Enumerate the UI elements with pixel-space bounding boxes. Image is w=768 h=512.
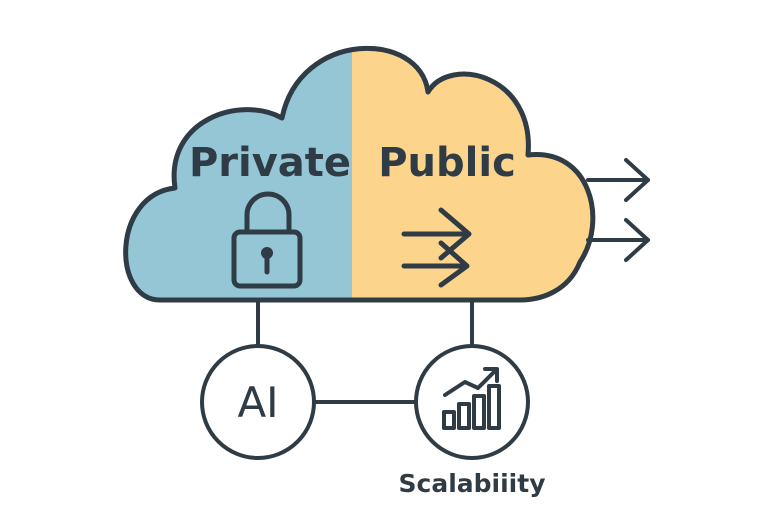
outgoing-arrows (586, 158, 650, 262)
growth-bar-chart-icon (442, 367, 501, 430)
arrow-right-icon (586, 158, 650, 202)
connectors (256, 298, 474, 404)
ai-node: AI (200, 344, 316, 460)
scalability-node (414, 344, 530, 460)
hybrid-cloud (123, 45, 596, 303)
scalability-label: Scalabiiity (399, 469, 546, 498)
padlock-icon (231, 191, 303, 289)
ai-label: AI (237, 378, 278, 427)
arrow-right-icon (586, 218, 650, 262)
double-arrow-right-icon (401, 207, 472, 288)
public-label: Public (378, 140, 516, 186)
private-label: Private (189, 140, 351, 186)
